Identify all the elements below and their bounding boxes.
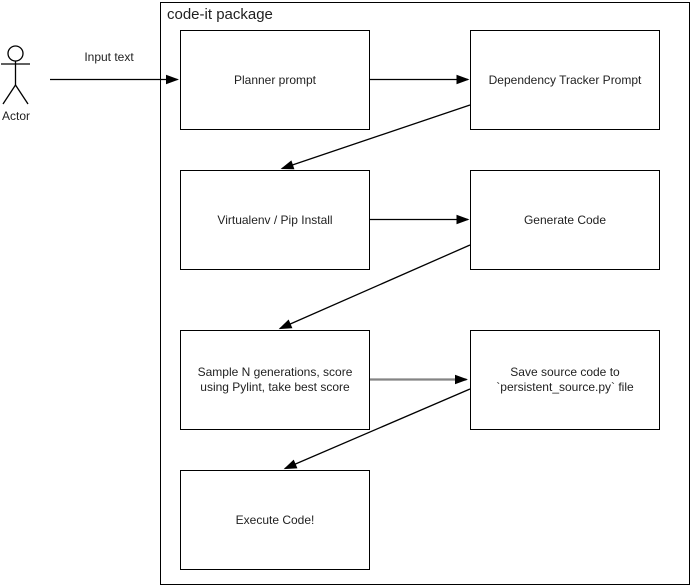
node-label: Generate Code bbox=[523, 212, 607, 227]
node-label: Virtualenv / Pip Install bbox=[217, 212, 333, 227]
node-label: Planner prompt bbox=[233, 72, 317, 87]
actor-label: Actor bbox=[1, 109, 30, 123]
node-dependency-tracker-prompt: Dependency Tracker Prompt bbox=[470, 30, 660, 130]
node-generate-code: Generate Code bbox=[470, 170, 660, 270]
node-label: Dependency Tracker Prompt bbox=[488, 72, 642, 87]
node-sample-generations: Sample N generations, score using Pylint… bbox=[180, 330, 370, 430]
node-planner-prompt: Planner prompt bbox=[180, 30, 370, 130]
node-label: Sample N generations, score using Pylint… bbox=[197, 365, 353, 394]
edge-label-input-text: Input text bbox=[84, 50, 134, 64]
actor-icon bbox=[1, 45, 30, 105]
node-execute-code: Execute Code! bbox=[180, 470, 370, 570]
node-virtualenv-pip-install: Virtualenv / Pip Install bbox=[180, 170, 370, 270]
package-container: code-it package bbox=[160, 2, 690, 585]
node-save-source-code: Save source code to `persistent_source.p… bbox=[470, 330, 660, 430]
node-label: Save source code to `persistent_source.p… bbox=[496, 365, 634, 394]
node-label: Execute Code! bbox=[235, 512, 315, 527]
package-title: code-it package bbox=[167, 6, 273, 23]
